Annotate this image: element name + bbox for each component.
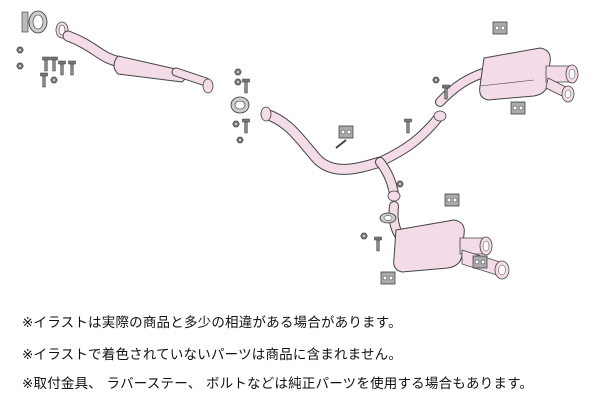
- front-pipe-section: [16, 10, 214, 94]
- note-genuine-parts: ※取付金具、 ラバーステー、 ボルトなどは純正パーツを使用する場合もあります。: [22, 376, 534, 392]
- upper-rear-muffler: [435, 47, 579, 107]
- lower-rear-muffler: [388, 201, 510, 280]
- front-flange: [21, 10, 48, 34]
- mid-y-pipe: [260, 106, 447, 202]
- joint-clamp-icon: [230, 96, 250, 114]
- front-resonator: [113, 55, 214, 94]
- front-bolts-icon: [16, 46, 76, 88]
- note-illustration-difference: ※イラストは実際の商品と多少の相違がある場合があります。: [22, 315, 402, 331]
- upper-tail-tips: [545, 64, 579, 103]
- lower-gasket-icon: [379, 212, 397, 224]
- note-uncolored-parts: ※イラストで着色されていないパーツは商品に含まれません。: [22, 347, 403, 363]
- exhaust-system-illustration: [16, 10, 579, 285]
- mid-rubber-hanger-icon: [338, 125, 354, 139]
- joint-hardware: [230, 68, 250, 144]
- lower-bolts-icon: [360, 232, 382, 252]
